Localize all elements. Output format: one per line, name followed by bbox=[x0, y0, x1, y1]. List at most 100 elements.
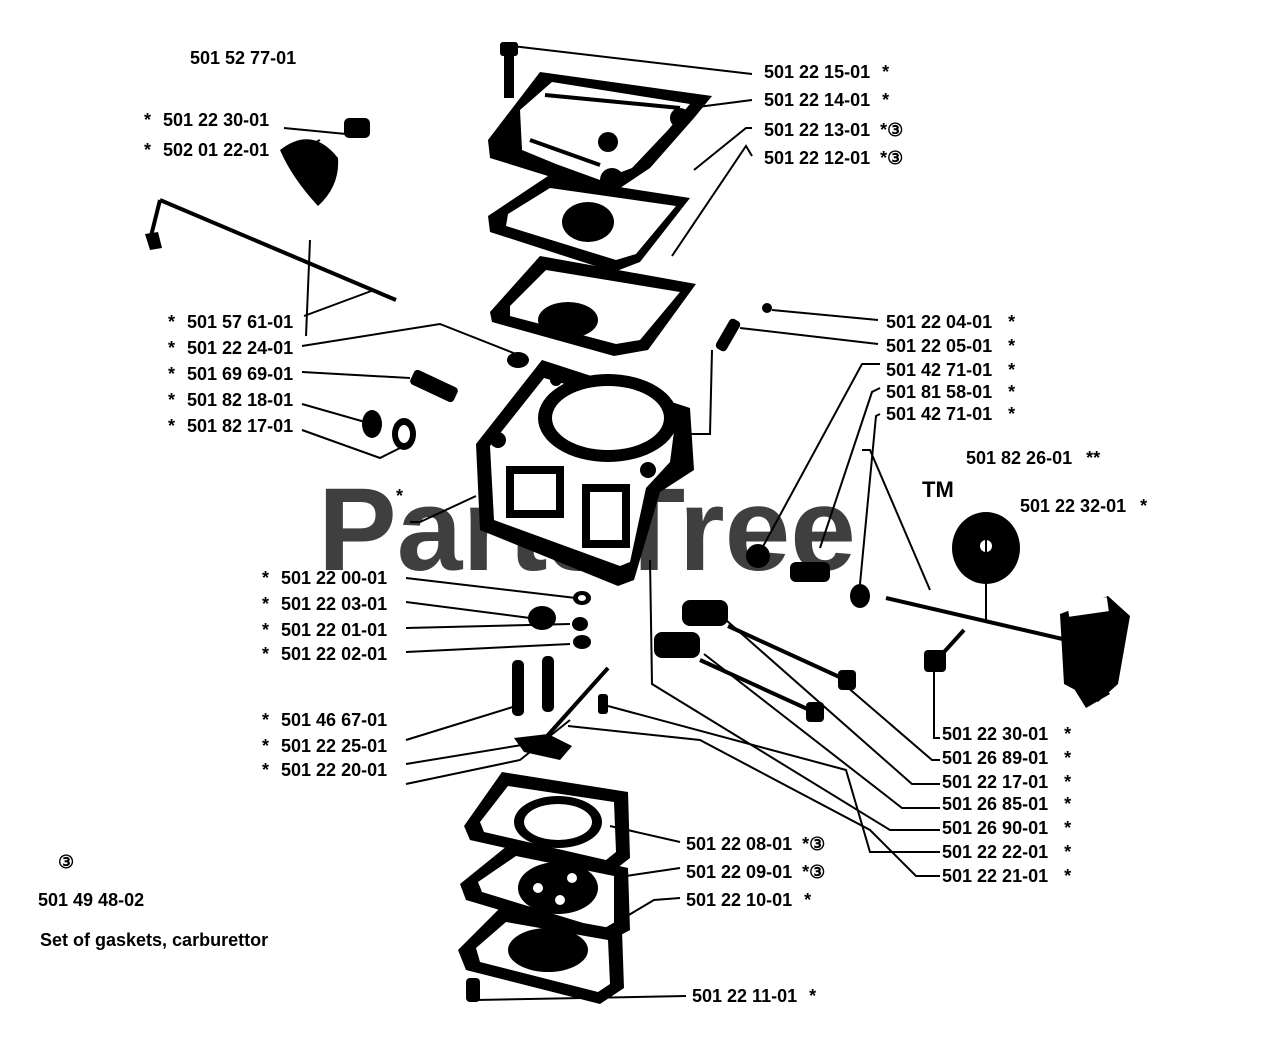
callout-part-number: 501 82 18-01 bbox=[187, 390, 293, 410]
callout-flag: * bbox=[262, 568, 269, 588]
carburetor-body-part bbox=[476, 360, 694, 586]
callout-part-number: 501 22 11-01 bbox=[692, 986, 797, 1006]
lever-part bbox=[538, 666, 610, 746]
callout-label: 501 22 22-01 * bbox=[942, 842, 1071, 862]
seal-part bbox=[850, 584, 870, 608]
spring-part bbox=[715, 318, 741, 352]
callout-label: 501 42 71-01 * bbox=[886, 360, 1015, 380]
callout-part-number: 501 22 13-01 bbox=[764, 120, 870, 140]
callout-part-number: 501 22 25-01 bbox=[281, 736, 387, 756]
pin-part bbox=[512, 660, 524, 716]
callout-part-number: 501 26 89-01 bbox=[942, 748, 1048, 768]
screen-part bbox=[528, 606, 556, 630]
callout-label: 501 26 89-01 * bbox=[942, 748, 1071, 768]
inlet-needle-part bbox=[410, 369, 458, 403]
callout-flag: * bbox=[1064, 748, 1071, 768]
callout-label: *501 22 00-01 bbox=[262, 568, 387, 588]
ball-part bbox=[762, 303, 772, 313]
callout-flag: * bbox=[262, 594, 269, 614]
callout-flag: * bbox=[1064, 794, 1071, 814]
watermark-trademark: TM bbox=[922, 477, 954, 502]
callout-label: 501 22 12-01*③ bbox=[764, 148, 903, 168]
leader-lines bbox=[283, 45, 987, 1001]
throttle-shaft-part bbox=[885, 596, 1130, 708]
callout-label: 501 22 08-01*③ bbox=[686, 834, 825, 854]
metering-diaphragm-part bbox=[460, 842, 630, 942]
callout-part-number: 501 22 32-01 bbox=[1020, 496, 1126, 516]
callout-flag: * bbox=[262, 710, 269, 730]
spring-part bbox=[790, 562, 830, 582]
callout-flag: ** bbox=[1086, 448, 1100, 468]
callout-part-number: 501 26 85-01 bbox=[942, 794, 1048, 814]
callout-part-number: 502 01 22-01 bbox=[163, 140, 269, 160]
kit-part-number: 501 49 48-02 bbox=[38, 890, 144, 910]
callout-part-number: 501 22 22-01 bbox=[942, 842, 1048, 862]
callout-flag: * bbox=[396, 486, 403, 506]
diagram-title: 501 52 77-01 bbox=[190, 48, 296, 68]
callout-part-number: 501 22 30-01 bbox=[163, 110, 269, 130]
part-drawings bbox=[145, 42, 1130, 1004]
callout-label: 501 22 32-01 * bbox=[1020, 496, 1147, 516]
callout-label: 501 22 10-01* bbox=[686, 890, 811, 910]
callout-label: 501 22 13-01 *③ bbox=[764, 120, 903, 140]
callout-flag: * bbox=[809, 986, 816, 1006]
callout-flag: * bbox=[1008, 312, 1015, 332]
callout-flag: * bbox=[262, 736, 269, 756]
clip-part bbox=[572, 617, 588, 631]
callout-part-number: 501 46 67-01 bbox=[281, 710, 387, 730]
callout-part-number: 501 42 71-01 bbox=[886, 404, 992, 424]
callout-flag: * bbox=[1008, 336, 1015, 356]
kit-description: Set of gaskets, carburettor bbox=[40, 930, 268, 950]
callout-label: 501 22 30-01* bbox=[942, 724, 1071, 744]
gasket-kit-note: ③ 501 49 48-02 Set of gaskets, carburett… bbox=[38, 852, 268, 950]
callout-flag: * bbox=[1064, 866, 1071, 886]
callout-part-number: 501 57 61-01 bbox=[187, 312, 293, 332]
callout-flag: * bbox=[1008, 404, 1015, 424]
callout-label: 501 26 90-01* bbox=[942, 818, 1071, 838]
callout-part-number: 501 22 01-01 bbox=[281, 620, 387, 640]
callout-part-number: 501 22 05-01 bbox=[886, 336, 992, 356]
callout-label: 501 22 21-01 * bbox=[942, 866, 1071, 886]
callout-label: 501 22 17-01* bbox=[942, 772, 1071, 792]
callout-flag: * bbox=[882, 90, 889, 110]
callout-part-number: 501 82 26-01 bbox=[966, 448, 1072, 468]
callout-flag: * bbox=[1008, 360, 1015, 380]
pump-gasket-part bbox=[488, 176, 690, 272]
callout-part-number: 501 22 17-01 bbox=[942, 772, 1048, 792]
callout-label: *501 69 69-01 bbox=[168, 364, 293, 384]
kit-symbol: ③ bbox=[58, 852, 74, 872]
callout-part-number: 501 22 08-01 bbox=[686, 834, 792, 854]
callout-label: * 501 22 25-01 bbox=[262, 736, 387, 756]
callout-part-number: 501 22 03-01 bbox=[281, 594, 387, 614]
callout-flag: * bbox=[1140, 496, 1147, 516]
callout-flag: *③ bbox=[880, 120, 903, 140]
callout-flag: * bbox=[168, 416, 175, 436]
callout-label: *501 82 17-01 bbox=[168, 416, 293, 436]
callout-part-number: 501 22 21-01 bbox=[942, 866, 1048, 886]
choke-shaft-part bbox=[145, 118, 397, 302]
callout-part-number: 501 22 30-01 bbox=[942, 724, 1048, 744]
callout-label: 501 22 11-01 * bbox=[692, 986, 816, 1006]
callout-flag: * bbox=[1064, 842, 1071, 862]
pin-part bbox=[542, 656, 554, 712]
callout-flag: * bbox=[262, 760, 269, 780]
adjustment-screw-part bbox=[654, 632, 824, 722]
lever-part bbox=[514, 734, 572, 760]
callout-label: *502 01 22-01 bbox=[144, 140, 269, 160]
seal-part bbox=[746, 544, 770, 568]
callout-label: 501 82 26-01 ** bbox=[966, 448, 1100, 468]
callout-flag: * bbox=[804, 890, 811, 910]
callout-flag: * bbox=[144, 110, 151, 130]
callout-label: * 501 46 67-01 bbox=[262, 710, 387, 730]
callout-flag: * bbox=[262, 620, 269, 640]
callout-flag: * bbox=[168, 364, 175, 384]
callout-flag: * bbox=[1008, 382, 1015, 402]
callout-label: * 501 22 01-01 bbox=[262, 620, 387, 640]
callout-label: *501 22 02-01 bbox=[262, 644, 387, 664]
callout-label: 501 26 85-01 * bbox=[942, 794, 1071, 814]
callout-part-number: 501 42 71-01 bbox=[886, 360, 992, 380]
callout-part-number: 501 22 09-01 bbox=[686, 862, 792, 882]
callout-flag: *③ bbox=[880, 148, 903, 168]
callout-label: *501 82 18-01 bbox=[168, 390, 293, 410]
pump-cover-part bbox=[488, 72, 712, 196]
